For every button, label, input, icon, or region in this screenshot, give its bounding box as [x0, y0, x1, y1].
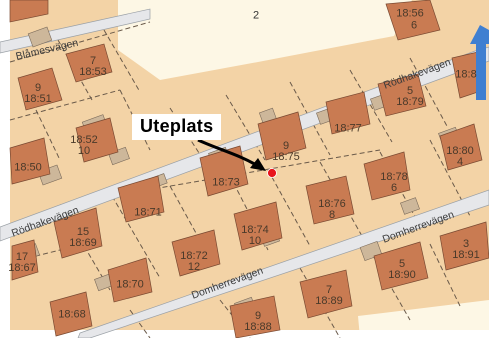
parcel-label: 18:56 [396, 7, 424, 20]
building [171, 229, 221, 277]
map-edge [0, 0, 10, 338]
building [9, 0, 49, 23]
parcel-label: 18:68 [58, 308, 86, 321]
callout-arrow [197, 138, 266, 171]
building [439, 123, 483, 171]
parcel-label: 18:73 [212, 176, 240, 189]
parcel-label: 18:70 [116, 278, 144, 291]
north-arrow-icon [470, 25, 489, 100]
building [257, 111, 307, 161]
road-domherrevagen [77, 189, 489, 338]
parcel-label: 18:77 [334, 122, 362, 135]
parcel-label: 18:71 [134, 206, 162, 219]
building [439, 221, 489, 271]
building [53, 207, 103, 259]
building [299, 269, 353, 319]
building [11, 239, 39, 281]
area-label: 2 [252, 9, 260, 22]
building [9, 137, 51, 185]
building [65, 43, 113, 83]
building [229, 295, 281, 338]
building [75, 117, 119, 163]
parcel-label: 18:50 [14, 161, 42, 174]
building [117, 175, 165, 223]
open-area [358, 300, 489, 338]
parcel-label: 18:8 [455, 68, 477, 81]
building [305, 175, 355, 225]
building [107, 257, 153, 303]
uteplats-callout: Uteplats [132, 114, 222, 140]
building [17, 67, 63, 111]
building [49, 291, 93, 337]
parcel-label: 6 [410, 19, 418, 32]
building [233, 201, 283, 251]
building [385, 0, 441, 41]
building [363, 151, 411, 201]
open-area [118, 0, 412, 80]
building [377, 73, 427, 117]
building [325, 91, 371, 135]
location-marker [267, 168, 277, 178]
buildings [9, 0, 489, 338]
building [373, 241, 429, 291]
